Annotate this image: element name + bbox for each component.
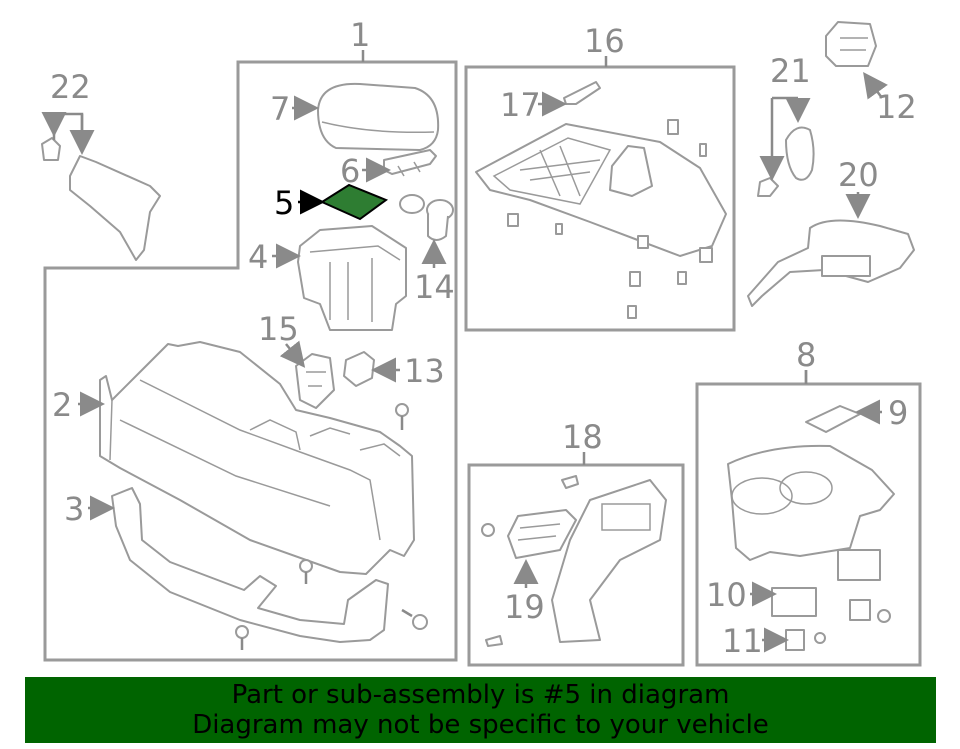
leader-lines	[78, 71, 888, 653]
clips-16	[507, 119, 713, 319]
callout-11: 11	[722, 622, 763, 660]
assembly-18-frame	[467, 463, 685, 667]
cup-holder-part	[727, 444, 895, 561]
console-box-part	[297, 225, 407, 331]
screw-19	[481, 523, 495, 537]
shift-cable-part	[747, 219, 915, 307]
assembly-1-frame	[43, 60, 458, 662]
callout-2: 2	[52, 386, 72, 424]
callout-5: 5	[274, 184, 294, 222]
callout-17: 17	[500, 86, 541, 124]
banner-line-2: Diagram may not be specific to your vehi…	[192, 710, 769, 740]
assembly-16-frame	[464, 65, 736, 332]
armrest-lid-part	[317, 82, 440, 151]
power-socket-part	[399, 194, 454, 241]
callout-8: 8	[796, 336, 816, 374]
rear-vent-part	[507, 509, 577, 559]
callout-13: 13	[404, 352, 445, 390]
callout-7: 7	[270, 90, 290, 128]
switch-12-part	[825, 21, 877, 67]
callout-3: 3	[64, 490, 84, 528]
callout-16: 16	[584, 22, 625, 60]
shift-knob-part	[757, 126, 815, 197]
disclaimer-banner: Part or sub-assembly is #5 in diagram Di…	[25, 677, 936, 743]
clip-part	[563, 81, 601, 105]
callout-21: 21	[770, 52, 811, 90]
small-parts-8	[771, 549, 891, 651]
callout-6: 6	[340, 152, 360, 190]
callout-18: 18	[562, 418, 603, 456]
rear-panel-part	[551, 479, 667, 643]
vent-grille-part	[805, 405, 861, 433]
side-trim-part	[41, 137, 161, 261]
callout-22: 22	[50, 68, 91, 106]
console-mat-part-highlighted	[319, 183, 389, 221]
assembly-8-frame	[695, 382, 922, 667]
callout-12: 12	[876, 88, 917, 126]
callout-20: 20	[838, 156, 879, 194]
callout-1: 1	[350, 16, 370, 54]
callout-19: 19	[504, 588, 545, 626]
callout-15: 15	[258, 310, 299, 348]
callout-9: 9	[888, 394, 908, 432]
console-body-part	[99, 341, 415, 575]
bracket-part	[295, 353, 335, 409]
callout-14: 14	[414, 268, 455, 306]
bolts	[235, 403, 428, 650]
lid-hinge-part	[383, 149, 437, 177]
callout-10: 10	[706, 576, 747, 614]
lower-rail-part	[111, 487, 389, 643]
shift-panel-part	[475, 123, 727, 257]
callout-4: 4	[248, 238, 268, 276]
switch-part	[343, 351, 375, 387]
banner-line-1: Part or sub-assembly is #5 in diagram	[231, 680, 730, 710]
